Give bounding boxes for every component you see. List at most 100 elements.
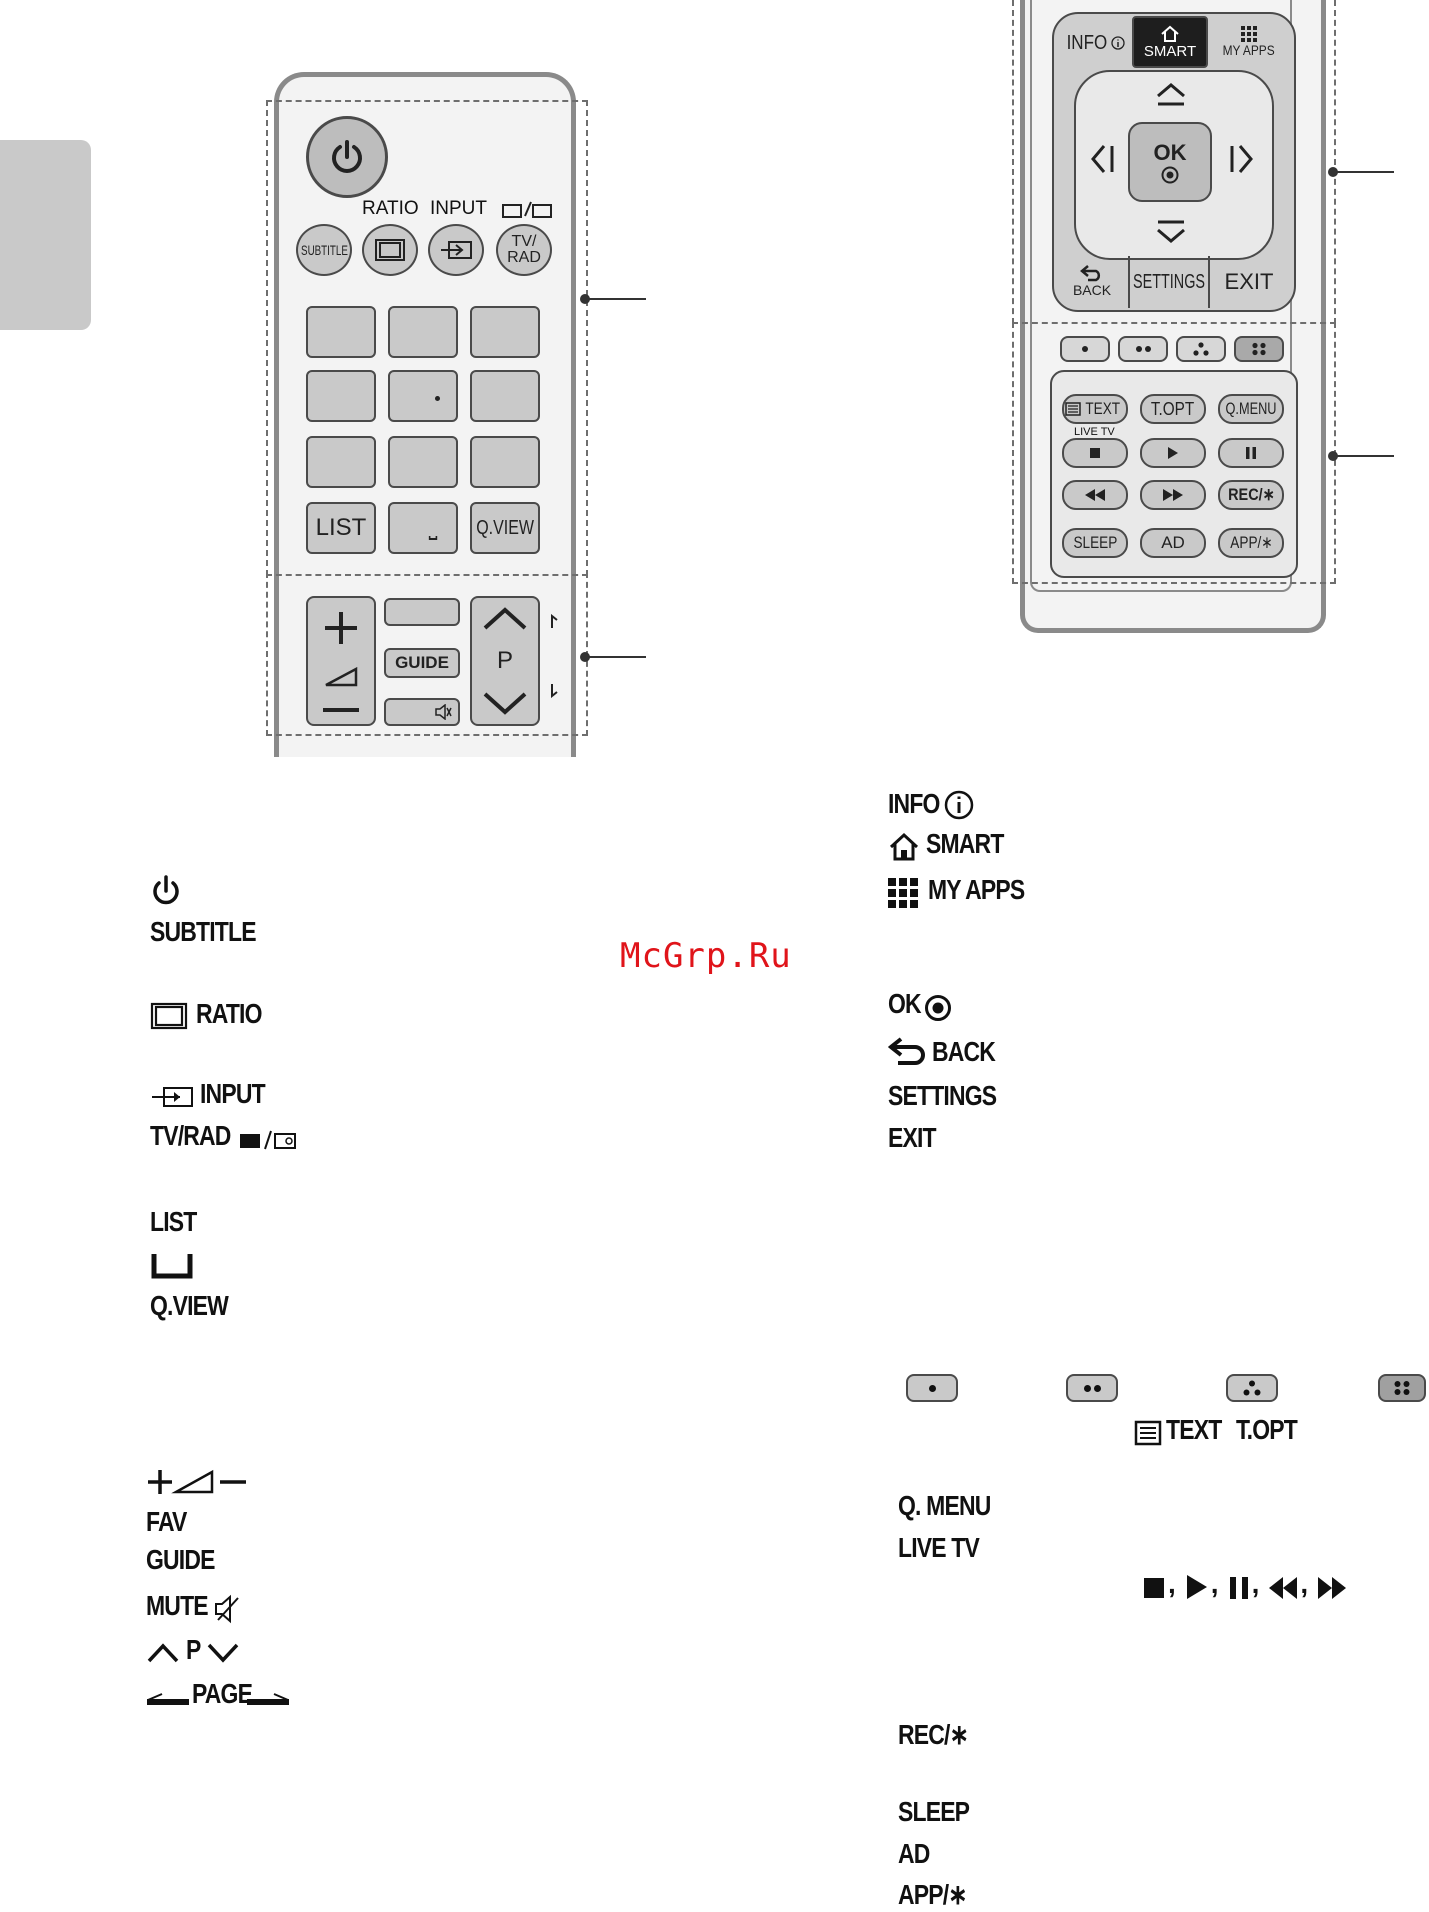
list-settings: SETTINGS [888,1080,997,1111]
dot-1-icon [1082,346,1088,352]
color-button-green[interactable] [1118,336,1168,362]
list-info: INFO [888,788,940,819]
channel-down-list-icon [207,1643,239,1663]
list-color-yellow [1226,1374,1278,1402]
app-button-label: APP/∗ [1229,533,1273,552]
list-button[interactable]: LIST [306,502,376,554]
number-button-6[interactable] [470,370,540,422]
volume-rocker[interactable] [306,596,376,726]
tv-rad-button[interactable]: TV/ RAD [496,224,552,276]
stop-button[interactable] [1062,438,1128,468]
number-button-3[interactable] [470,306,540,358]
ad-button[interactable]: AD [1140,528,1206,558]
guide-button[interactable]: GUIDE [384,648,460,678]
qview-button[interactable]: Q.VIEW [470,502,540,554]
rec-button[interactable]: REC/∗ [1218,480,1284,510]
pause-icon [1246,447,1256,459]
list-livetv: LIVE TV [898,1532,980,1563]
number-button-4[interactable] [306,370,376,422]
color-button-yellow[interactable] [1176,336,1226,362]
back-button[interactable]: BACK [1056,258,1128,304]
play-button[interactable] [1140,438,1206,468]
text-icon [1065,402,1082,416]
myapps-button-label: MY APPS [1222,42,1276,58]
list-ad: AD [898,1838,930,1869]
list-topt: T.OPT [1236,1414,1298,1445]
number-button-5[interactable] [388,370,458,422]
smart-button[interactable]: SMART [1132,16,1208,68]
section-tab [0,140,91,330]
topt-button[interactable]: T.OPT [1140,394,1206,424]
volume-icon [325,666,358,687]
ok-list-icon [925,995,951,1021]
ad-button-label: AD [1161,533,1185,552]
info-icon [1111,36,1125,50]
list-list: LIST [150,1206,197,1237]
dot-4-icon [1252,342,1266,356]
number-button-1[interactable] [306,306,376,358]
list-text: TEXT [1166,1414,1222,1445]
list-sleep: SLEEP [898,1796,970,1827]
remote-left-upper-section [266,100,588,576]
ok-button-label: OK [1153,140,1187,165]
back-icon [1080,265,1101,282]
nav-bottom-divider [1128,256,1130,308]
ratio-button[interactable] [362,224,418,276]
callout-line-b2 [1334,455,1394,457]
callout-line-a2 [586,656,646,658]
input-button[interactable] [428,224,484,276]
list-qview: Q.VIEW [150,1290,229,1321]
page-left-icon [147,1693,189,1705]
rewind-button[interactable] [1062,480,1128,510]
subtitle-button[interactable]: SUBTITLE [296,224,352,276]
channel-label: P [496,646,513,674]
ok-button[interactable]: OK [1128,122,1212,202]
mute-list-icon [215,1594,239,1624]
down-arrow-icon[interactable] [1154,218,1188,246]
color-button-red[interactable] [1060,336,1110,362]
mute-button[interactable] [384,698,460,726]
callout-dot-b2 [1328,451,1338,461]
list-color-blue [1378,1374,1426,1402]
left-arrow-icon[interactable] [1088,142,1116,176]
list-subtitle: SUBTITLE [150,916,257,947]
number-button-2[interactable] [388,306,458,358]
text-button-label: TEXT [1085,399,1121,418]
power-button[interactable] [306,116,388,198]
text-button[interactable]: TEXT [1062,394,1128,424]
input-list-icon [152,1087,193,1107]
list-page: PAGE [192,1678,253,1709]
channel-down-icon [483,692,527,715]
exit-button[interactable]: EXIT [1210,262,1288,302]
home-list-icon [889,832,919,861]
media-separator: , [1210,1568,1219,1599]
space-button[interactable]: ⎵ [388,502,458,554]
back-list-icon [888,1037,925,1065]
color-button-blue[interactable] [1234,336,1284,362]
power-icon [332,140,362,173]
qmenu-button[interactable]: Q.MENU [1218,394,1284,424]
fast-forward-button[interactable] [1140,480,1206,510]
sleep-button[interactable]: SLEEP [1062,528,1128,558]
number-button-7[interactable] [306,436,376,488]
number-button-9[interactable] [470,436,540,488]
list-exit: EXIT [888,1122,937,1153]
media-keys-list: , , , , [1142,1568,1347,1600]
myapps-button[interactable]: MY APPS [1210,16,1288,68]
right-arrow-icon[interactable] [1228,142,1256,176]
stop-icon [1090,448,1100,458]
number-button-8[interactable] [388,436,458,488]
pause-button[interactable] [1218,438,1284,468]
fast-forward-list-icon [1318,1577,1347,1599]
channel-rocker[interactable]: P [470,596,540,726]
sleep-button-label: SLEEP [1073,533,1117,552]
fast-forward-icon [1163,489,1183,501]
app-button[interactable]: APP/∗ [1218,528,1284,558]
up-arrow-icon[interactable] [1154,80,1188,108]
list-qmenu: Q. MENU [898,1490,991,1521]
list-back: BACK [932,1036,996,1067]
settings-button[interactable]: SETTINGS [1130,262,1208,302]
watermark: McGrp.Ru [620,936,792,976]
info-button[interactable]: INFO [1056,16,1132,70]
fav-button[interactable] [384,598,460,626]
